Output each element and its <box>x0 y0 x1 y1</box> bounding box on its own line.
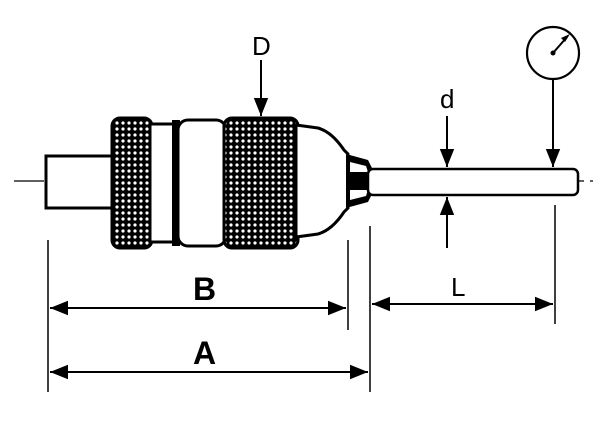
a-label: A <box>193 335 216 371</box>
d-inner-label: d <box>440 84 454 114</box>
shank <box>44 154 116 210</box>
b-label: B <box>193 271 216 307</box>
middle-body <box>176 118 228 248</box>
d-outer-label: D <box>252 31 271 61</box>
groove-ring <box>172 120 180 246</box>
front-knurled-sleeve <box>222 116 300 250</box>
dial-gauge-icon <box>525 25 581 81</box>
test-mandrel <box>366 167 580 197</box>
tapered-nose <box>294 123 350 239</box>
l-label: L <box>451 272 465 302</box>
rear-knurled-sleeve <box>110 116 154 250</box>
